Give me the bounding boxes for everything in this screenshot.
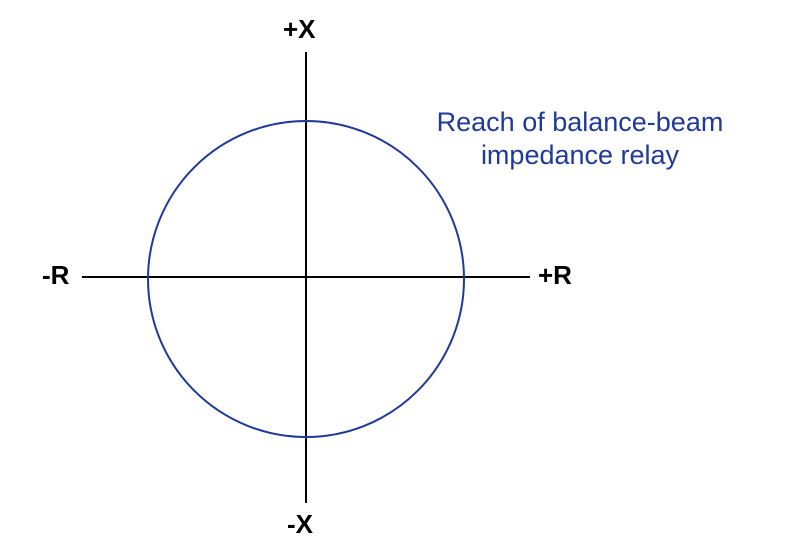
annotation-line-1: Reach of balance-beam [436, 107, 724, 137]
annotation-line-2: impedance relay [480, 140, 680, 170]
reach-annotation: Reach of balance-beam impedance relay [395, 106, 765, 172]
positive-x-axis-label: +X [283, 14, 316, 44]
negative-x-axis-label: -X [287, 509, 313, 539]
relay-reach-circle [147, 120, 465, 438]
negative-r-axis-label: -R [42, 260, 70, 290]
positive-r-axis-label: +R [538, 260, 572, 290]
